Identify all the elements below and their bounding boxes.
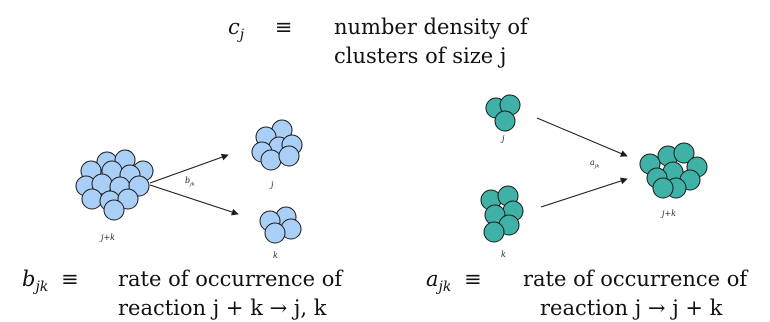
fragmentation-arrow-top <box>149 153 229 184</box>
particle <box>278 145 300 167</box>
product-j-label: j <box>271 180 274 189</box>
equiv-sign: ≡ <box>274 15 293 39</box>
particle <box>483 221 505 243</box>
particle <box>264 222 286 244</box>
product-j-cluster <box>251 119 303 171</box>
product-k-label: k <box>273 251 278 260</box>
particle <box>117 188 139 210</box>
coagulation-rate-label: ajk <box>590 158 600 170</box>
fragmentation-rate-symbol: bjk ≡ <box>22 267 79 295</box>
coagulation-definition-line2: reaction j → j + k <box>540 296 723 320</box>
density-symbol: cj <box>228 15 245 43</box>
reactant-k-label: k <box>501 250 506 259</box>
density-definition-line2: clusters of size j <box>334 44 507 68</box>
product-jk-label: j+k <box>662 209 677 218</box>
coagulation-arrow-top <box>536 117 628 157</box>
coagulation-arrow-bottom <box>540 177 628 208</box>
particle <box>652 177 674 199</box>
product-jk-cluster <box>639 142 708 199</box>
reactant-j-label: j <box>502 134 505 143</box>
particle <box>81 188 103 210</box>
fragmentation-arrow-bottom <box>149 184 239 216</box>
product-k-cluster <box>259 206 302 244</box>
density-definition-line1: number density of <box>334 15 528 39</box>
particle <box>494 110 516 132</box>
source-cluster <box>75 149 154 221</box>
particle <box>103 199 125 221</box>
fragmentation-rate-label: bjk <box>185 176 195 188</box>
reactant-j-cluster <box>485 94 521 132</box>
particle <box>673 142 695 164</box>
particle <box>260 149 282 171</box>
fragmentation-definition-line2: reaction j + k → j, k <box>118 296 327 320</box>
coagulation-rate-symbol: ajk ≡ <box>426 267 482 295</box>
fragmentation-definition-line1: rate of occurrence of <box>118 267 343 291</box>
coagulation-definition-line1: rate of occurrence of <box>523 267 748 291</box>
reactant-k-cluster <box>480 185 524 243</box>
top-definition: cj ≡ <box>228 14 292 48</box>
source-cluster-label: j+k <box>101 233 116 242</box>
